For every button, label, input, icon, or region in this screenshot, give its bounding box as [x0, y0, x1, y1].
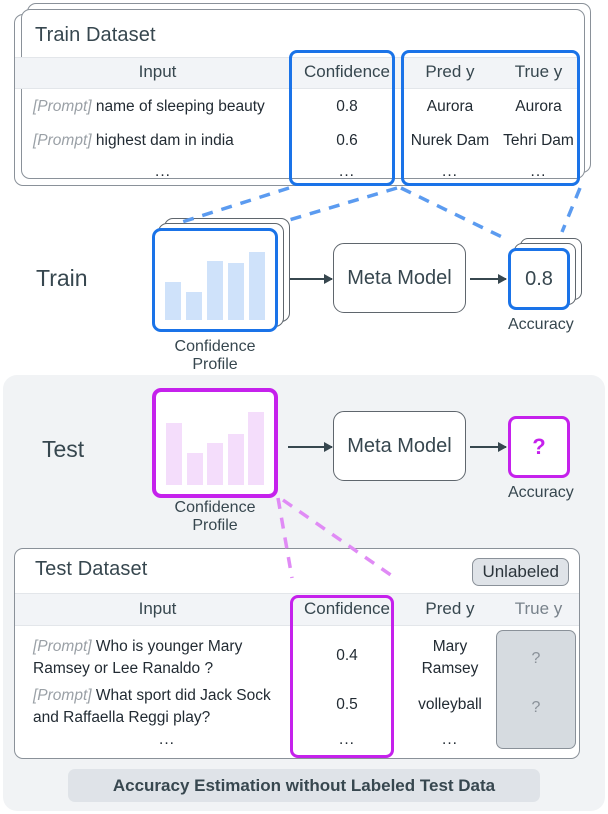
bar-3 — [207, 442, 223, 485]
test-pred-line1: Mary — [432, 638, 468, 655]
test-row-pred-y: Mary Ramsey — [406, 636, 494, 680]
test-input-line2: and Raffaella Reggi play? — [33, 709, 211, 726]
prompt-tag: [Prompt] — [33, 98, 92, 115]
train-row-confidence: ... — [339, 163, 355, 180]
bar-4 — [228, 263, 244, 320]
test-col-header-input: Input — [138, 599, 177, 618]
test-meta-model-box: Meta Model — [333, 411, 466, 481]
train-input-text: highest dam in india — [95, 132, 234, 149]
train-profile-caption: Confidence Profile — [174, 338, 256, 373]
profile-front — [152, 388, 278, 498]
test-input-line1: Who is younger Mary — [95, 638, 243, 655]
bar-1 — [166, 422, 182, 485]
test-accuracy-box: ? Accuracy — [508, 416, 574, 501]
arrow-train-profile-to-meta — [288, 278, 332, 280]
bar-1 — [165, 281, 181, 320]
dashed-line-train-labels-2 — [560, 187, 582, 233]
train-row-confidence: 0.6 — [336, 132, 358, 149]
test-col-header-true-y: True y — [514, 599, 563, 618]
bar-5 — [249, 252, 265, 320]
footer-banner: Accuracy Estimation without Labeled Test… — [68, 769, 540, 802]
train-row-pred-y: Nurek Dam — [410, 132, 490, 149]
prompt-tag: [Prompt] — [33, 638, 92, 655]
train-dataset-title: Train Dataset — [35, 24, 156, 46]
test-row-confidence: ... — [339, 731, 355, 748]
bar-2 — [186, 291, 202, 320]
test-row-pred-y: ... — [442, 731, 458, 748]
train-row-input: ... — [155, 163, 171, 180]
train-accuracy-caption: Accuracy — [508, 316, 574, 333]
train-confidence-profile: Confidence Profile — [152, 218, 290, 373]
bar-5 — [248, 412, 264, 485]
test-bar-chart — [166, 404, 264, 485]
train-col-header-confidence: Confidence — [303, 62, 390, 81]
dashed-line-train-confidence — [181, 186, 290, 224]
train-bar-chart — [165, 243, 265, 320]
bar-4 — [227, 433, 244, 485]
profile-front — [152, 228, 278, 332]
test-dataset-title: Test Dataset — [35, 558, 148, 580]
arrow-test-profile-to-meta — [288, 446, 332, 448]
train-row-label: Train — [36, 265, 88, 291]
train-col-header-pred-y: Pred y — [425, 62, 475, 81]
test-row-true-y: ? — [531, 650, 541, 667]
test-row-input: [Prompt] Who is younger Mary Ramsey or L… — [33, 636, 301, 680]
test-row-confidence: 0.5 — [336, 696, 358, 713]
train-row-true-y: ... — [530, 163, 547, 180]
train-row-confidence: 0.8 — [336, 98, 358, 115]
test-row-true-y: ? — [531, 699, 541, 716]
test-row-label: Test — [42, 436, 85, 462]
test-header-band — [15, 593, 579, 626]
train-row-true-y: Aurora — [515, 98, 562, 115]
test-accuracy-front: ? — [508, 416, 570, 478]
test-accuracy-value: ? — [532, 434, 546, 459]
test-profile-caption: Confidence Profile — [174, 499, 256, 534]
test-dataset-card: Test Dataset Unlabeled Input Confidence … — [14, 548, 580, 759]
train-row-true-y: Tehri Dam — [503, 132, 574, 149]
bar-3 — [207, 261, 223, 320]
train-header-band — [15, 57, 579, 89]
test-input-line1: What sport did Jack Sock — [95, 687, 271, 704]
train-col-header-input: Input — [138, 62, 177, 81]
arrow-train-meta-to-accuracy — [470, 278, 506, 280]
train-col-header-true-y: True y — [514, 62, 563, 81]
train-meta-model-box: Meta Model — [333, 243, 466, 313]
test-accuracy-caption: Accuracy — [508, 484, 574, 501]
test-col-header-pred-y: Pred y — [425, 599, 475, 618]
test-input-line2: Ramsey or Lee Ranaldo ? — [33, 660, 214, 677]
dashed-line-train-confidence-2 — [288, 186, 398, 222]
prompt-tag: [Prompt] — [33, 687, 92, 704]
train-row-pred-y: Aurora — [426, 98, 474, 115]
test-row-confidence: 0.4 — [336, 647, 358, 664]
dashed-line-train-labels — [400, 186, 505, 240]
test-pred-line2: Ramsey — [421, 660, 479, 677]
bar-2 — [186, 452, 203, 485]
train-accuracy-box: 0.8 Accuracy — [508, 238, 582, 333]
test-row-input: ... — [159, 731, 175, 748]
unlabeled-badge: Unlabeled — [472, 558, 569, 586]
train-row-input: [Prompt] name of sleeping beauty — [33, 98, 293, 116]
train-row-pred-y: ... — [442, 163, 458, 180]
test-row-input: [Prompt] What sport did Jack Sock and Ra… — [33, 685, 308, 729]
test-col-header-confidence: Confidence — [303, 599, 390, 618]
arrow-test-meta-to-accuracy — [470, 446, 506, 448]
train-row-input: [Prompt] highest dam in india — [33, 132, 293, 150]
train-dataset-card: Train Dataset Input Confidence Pred y Tr… — [14, 3, 591, 186]
test-confidence-profile: Confidence Profile — [152, 388, 278, 534]
train-accuracy-value: 0.8 — [508, 248, 570, 310]
true-y-masked-region — [496, 630, 576, 749]
train-input-text: name of sleeping beauty — [95, 98, 265, 115]
test-row-pred-y: volleyball — [418, 696, 482, 713]
prompt-tag: [Prompt] — [33, 132, 92, 149]
